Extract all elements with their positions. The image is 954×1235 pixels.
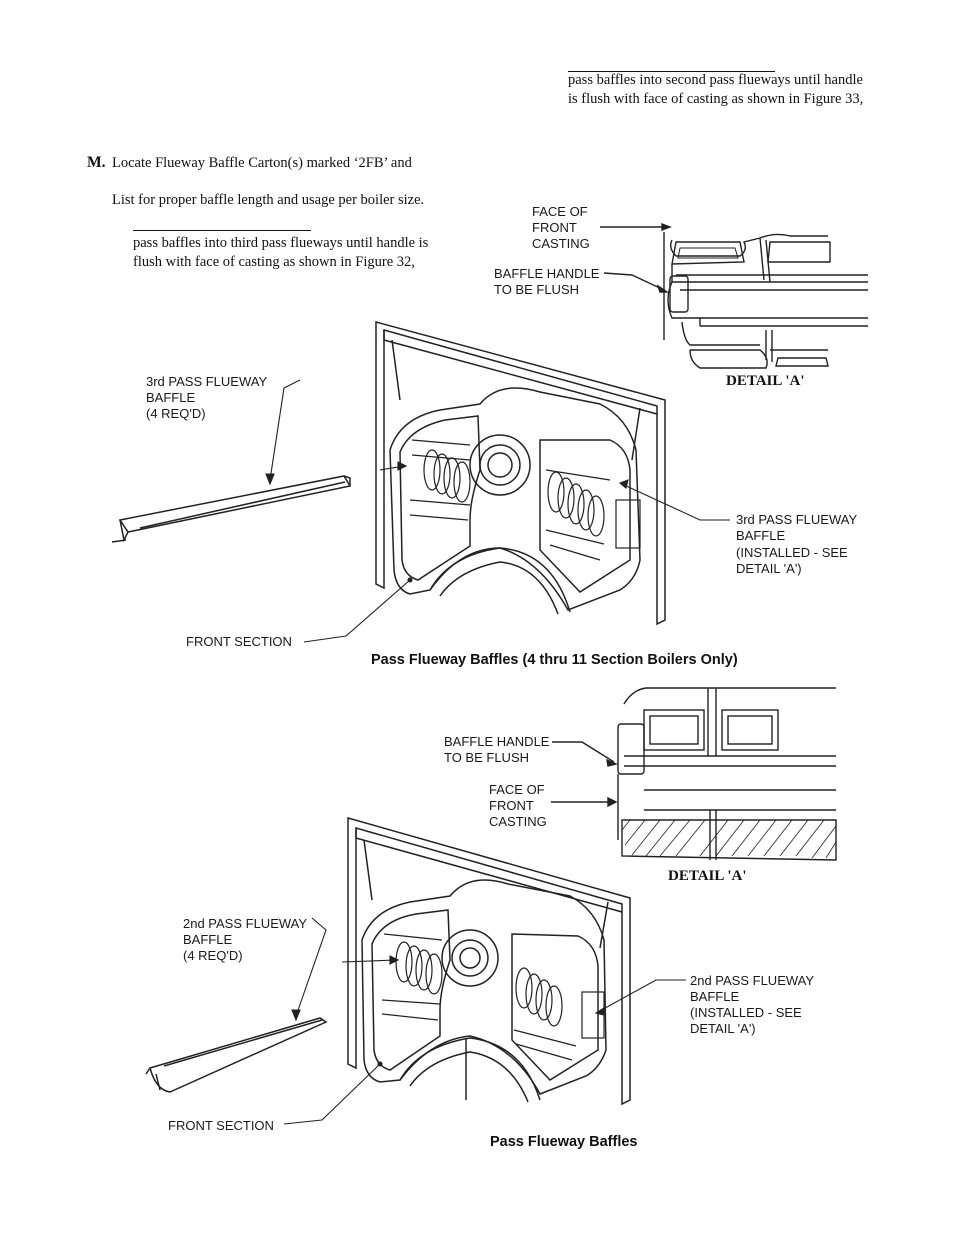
top-right-text-line2: is flush with face of casting as shown i… xyxy=(568,91,864,107)
step-m-line2: List for proper baffle length and usage … xyxy=(112,192,425,208)
step-m-sub-line2: flush with face of casting as shown in F… xyxy=(133,254,415,270)
fig33-baffle-label-1: 2nd PASS FLUEWAY xyxy=(183,916,308,931)
fig32-baffle-label-2: BAFFLE xyxy=(146,390,196,405)
underline-rule-m xyxy=(133,230,311,231)
fig33-baffle-label-3: (4 REQ'D) xyxy=(183,948,243,963)
step-m-sub-line1: pass baffles into third pass flueways un… xyxy=(133,235,429,251)
fig33-handle-label-1: BAFFLE HANDLE xyxy=(444,734,550,749)
fig33-face-label-2: FRONT xyxy=(489,798,534,813)
fig32-front-section-label: FRONT SECTION xyxy=(186,634,292,649)
fig32-caption: Pass Flueway Baffles (4 thru 11 Section … xyxy=(371,652,738,668)
step-m-letter: M. xyxy=(87,154,106,171)
fig33-installed-label-1: 2nd PASS FLUEWAY xyxy=(690,973,815,988)
fig33-detail-title: DETAIL 'A' xyxy=(668,868,747,884)
step-m-line1: Locate Flueway Baffle Carton(s) marked ‘… xyxy=(112,155,412,171)
fig32-installed-label-2: BAFFLE xyxy=(736,528,786,543)
fig32-face-label-3: CASTING xyxy=(532,236,590,251)
fig33-front-section-label: FRONT SECTION xyxy=(168,1118,274,1133)
fig32-installed-label-3: (INSTALLED - SEE xyxy=(736,545,848,560)
fig32-handle-label-2: TO BE FLUSH xyxy=(494,282,580,297)
fig33-face-label-3: CASTING xyxy=(489,814,547,829)
fig32-detail-title: DETAIL 'A' xyxy=(726,373,805,389)
fig32-face-label-2: FRONT xyxy=(532,220,577,235)
fig32-installed-label-4: DETAIL 'A') xyxy=(736,561,802,576)
fig32-handle-label-1: BAFFLE HANDLE xyxy=(494,266,600,281)
fig32-installed-label-1: 3rd PASS FLUEWAY xyxy=(736,512,858,527)
fig33-caption: Pass Flueway Baffles xyxy=(490,1134,638,1150)
fig33-baffle-label-2: BAFFLE xyxy=(183,932,233,947)
underline-rule-top xyxy=(568,71,775,72)
fig33-installed-label-4: DETAIL 'A') xyxy=(690,1021,756,1036)
fig33-handle-label-2: TO BE FLUSH xyxy=(444,750,530,765)
fig33-installed-label-3: (INSTALLED - SEE xyxy=(690,1005,802,1020)
fig33-installed-label-2: BAFFLE xyxy=(690,989,740,1004)
fig32-baffle-label-1: 3rd PASS FLUEWAY xyxy=(146,374,268,389)
top-right-text-line1: pass baffles into second pass flueways u… xyxy=(568,72,863,88)
fig32-baffle-label-3: (4 REQ'D) xyxy=(146,406,206,421)
fig32-face-label-1: FACE OF xyxy=(532,204,588,219)
fig33-face-label-1: FACE OF xyxy=(489,782,545,797)
